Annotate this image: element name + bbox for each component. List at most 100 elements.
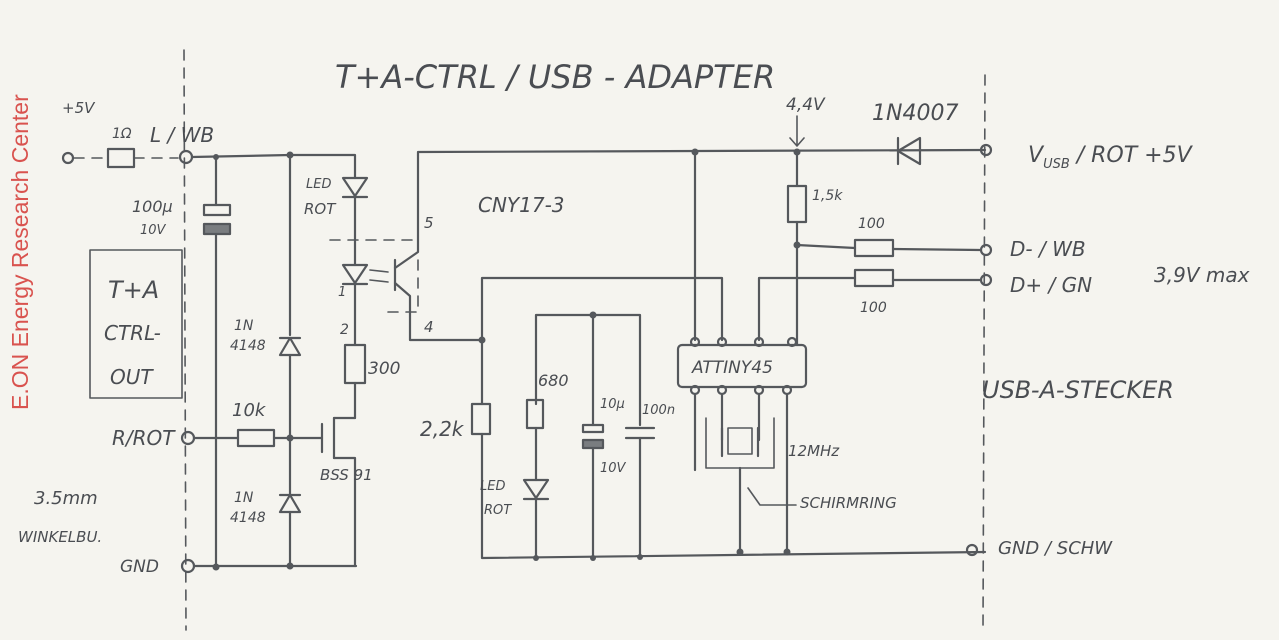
jack-line1: 3.5mm xyxy=(34,488,98,509)
opto-pin5: 5 xyxy=(424,214,434,232)
ta-box-line2: CTRL- xyxy=(104,321,161,345)
l-wb-label: L / WB xyxy=(150,123,214,147)
diode-main-triangle xyxy=(896,136,922,166)
junction-dot xyxy=(212,563,220,571)
r100-top-resistor xyxy=(853,238,895,258)
dminus-wire xyxy=(795,243,857,250)
r22k-label: 2,2k xyxy=(420,417,465,441)
cap-in-top-plate xyxy=(202,203,232,217)
plus5v-label: +5V xyxy=(62,99,96,117)
r-in-label: 1Ω xyxy=(112,126,132,142)
gnd-right-terminal xyxy=(965,543,979,557)
mcu-label: ATTINY45 xyxy=(691,358,773,378)
led-column-wire xyxy=(288,153,357,180)
opto-pin4: 4 xyxy=(424,318,434,336)
watermark-logo: E.ON Energy Research Center xyxy=(7,94,33,410)
cap-in-voltage: 10V xyxy=(140,223,167,238)
v44-label: 4,4V xyxy=(786,95,826,115)
r680-wire-top xyxy=(534,313,642,427)
led1-line1: LED xyxy=(306,177,331,192)
usb-plug-label: USB-A-STECKER xyxy=(982,376,1174,404)
r-in-resistor xyxy=(106,147,136,169)
cap-in-bottom-plate xyxy=(202,222,232,236)
r-rot-label: R/ROT xyxy=(112,426,176,450)
dminus-wire-out xyxy=(891,247,982,252)
cap10u-bottom-plate xyxy=(581,438,605,450)
diode2-line2: 4148 xyxy=(230,510,266,526)
cap10u-label: 10µ xyxy=(600,397,625,412)
left-boundary-line xyxy=(183,49,187,631)
dminus-label: D- / WB xyxy=(1010,237,1086,261)
opto-label: CNY17-3 xyxy=(478,193,565,217)
cap-in-value: 100µ xyxy=(132,197,173,216)
gnd-left-label: GND xyxy=(120,557,159,577)
opto-emitter xyxy=(393,281,484,342)
led1-triangle xyxy=(341,176,369,198)
cap100n-label: 100n xyxy=(642,403,675,418)
ta-ctrl-box xyxy=(89,249,183,399)
r100-bot-label: 100 xyxy=(860,300,887,316)
xtal-plates xyxy=(720,426,760,458)
diode1-line2: 4148 xyxy=(230,338,266,354)
right-boundary-line xyxy=(982,74,986,631)
input-section: +5V 1Ω L / WB 100µ 10V T+A CTRL- OUT R/R… xyxy=(18,99,358,577)
led1-line2: ROT xyxy=(304,200,337,218)
dminus-terminal xyxy=(979,243,993,257)
opto-collector xyxy=(393,153,420,270)
top-rail-left xyxy=(190,153,292,159)
d-max-label: 3,9V max xyxy=(1154,263,1250,287)
diode1-symbol xyxy=(278,336,302,357)
xtal-label: 12MHz xyxy=(788,442,840,460)
l-wb-terminal xyxy=(178,149,194,165)
r300-label: 300 xyxy=(368,359,400,379)
dplus-label: D+ / GN xyxy=(1010,273,1092,297)
opto-pin1: 1 xyxy=(338,285,346,300)
r10k-resistor xyxy=(236,428,276,448)
diode2-line1: 1N xyxy=(234,490,254,506)
mcu-pin-wires xyxy=(693,392,789,554)
dplus-wire xyxy=(757,276,857,342)
fet-source xyxy=(332,456,357,568)
opto-light-arrow xyxy=(369,269,389,283)
led2-line1: LED xyxy=(480,479,505,494)
shield-ring xyxy=(705,417,775,469)
r22k-wire-top xyxy=(480,276,724,342)
r10k-label: 10k xyxy=(232,400,267,421)
mcu-section: 2,2k 680 LED ROT 10µ 10V 100n ATTINY45 xyxy=(420,150,987,561)
r-rot-terminal xyxy=(180,430,196,446)
xtal-body xyxy=(727,427,753,455)
led2-triangle xyxy=(522,478,550,500)
opto-box-outline xyxy=(329,239,419,313)
plus5v-terminal xyxy=(61,151,75,165)
cap10u-volt: 10V xyxy=(600,461,627,476)
junction-dot xyxy=(783,548,791,556)
ta-box-line3: OUT xyxy=(110,365,154,389)
shield-label: SCHIRMRING xyxy=(800,494,897,512)
dplus-terminal xyxy=(979,273,993,287)
mcu-chip xyxy=(676,343,808,389)
connector-boundaries xyxy=(183,49,986,631)
led-driver: LED ROT 1 2 300 BSS 91 xyxy=(288,153,400,568)
ta-box-line1: T+A xyxy=(108,276,159,304)
r15k-label: 1,5k xyxy=(812,188,843,204)
gnd-left-terminal xyxy=(180,558,196,574)
diode-main-label: 1N4007 xyxy=(872,101,958,126)
vusb-label: VUSB / ROT +5V xyxy=(1028,143,1194,172)
watermark-text: E.ON Energy Research Center xyxy=(7,94,33,410)
diode2-symbol xyxy=(278,493,302,514)
opto-pin2: 2 xyxy=(340,322,349,338)
junction-dot xyxy=(533,555,539,561)
r680-label: 680 xyxy=(538,371,569,390)
junction-dot xyxy=(590,555,596,561)
junction-dot xyxy=(736,548,744,556)
r15k-resistor xyxy=(786,184,808,224)
opto-led-triangle xyxy=(341,263,369,285)
diode1-line1: 1N xyxy=(234,318,254,334)
shield-pointer xyxy=(747,487,797,506)
r22k-wire-low xyxy=(480,432,987,560)
fet-label: BSS 91 xyxy=(320,466,373,484)
diagram-title: T+A-CTRL / USB - ADAPTER xyxy=(335,58,775,96)
r100-bot-resistor xyxy=(853,268,895,288)
cap10u-top-plate xyxy=(581,423,605,434)
